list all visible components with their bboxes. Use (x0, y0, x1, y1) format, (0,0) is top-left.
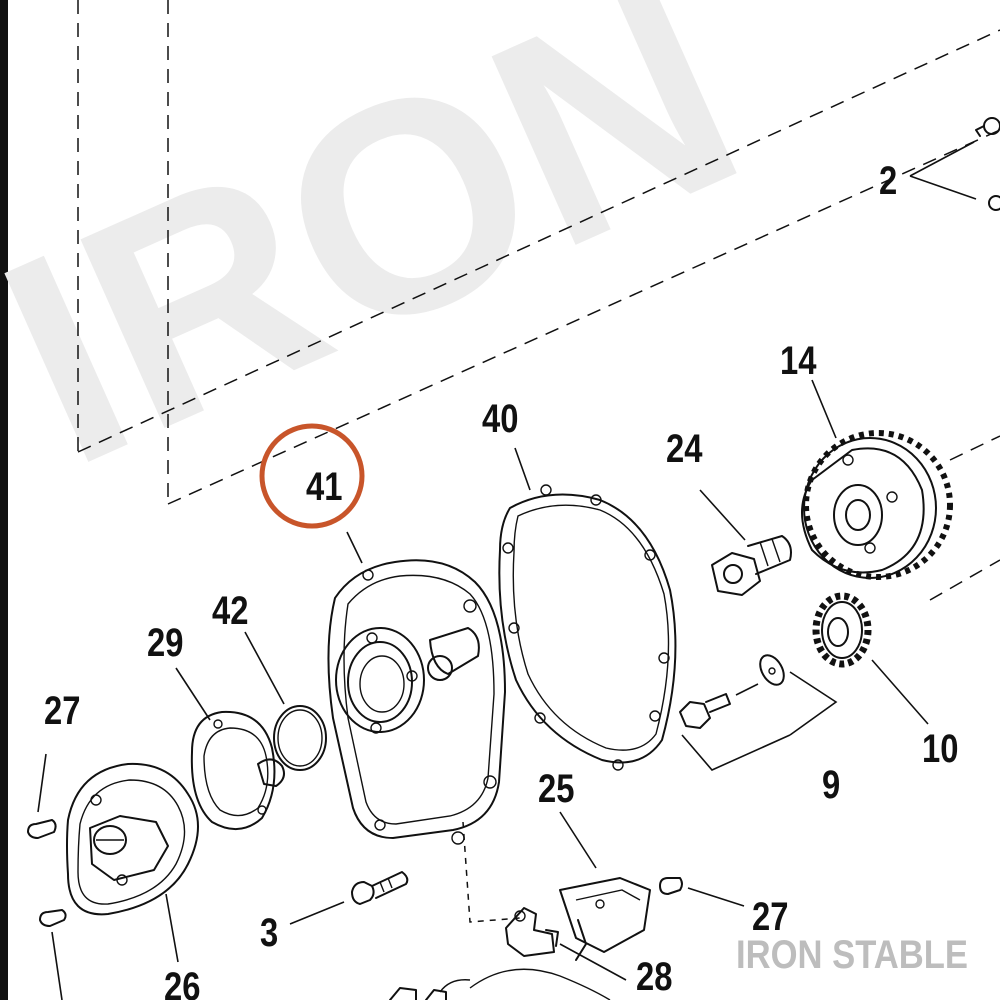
callout-25: 25 (538, 766, 574, 811)
part-9-bolt-washer (679, 654, 838, 771)
assembly-dashed-lines (77, 0, 1000, 923)
callout-2: 2 (879, 158, 897, 203)
callout-28: 28 (636, 954, 672, 999)
callout-41: 41 (306, 464, 342, 509)
callout-40: 40 (482, 396, 518, 441)
highlight-circle (259, 423, 365, 529)
part-27-screw-left (27, 753, 57, 839)
part-27-screw-right (659, 877, 745, 907)
part-25-bracket (559, 811, 651, 961)
watermark-text: IRON (0, 0, 781, 528)
callout-3: 3 (260, 910, 278, 955)
callout-9: 9 (822, 762, 840, 807)
callout-24: 24 (666, 426, 703, 471)
part-42-o-ring (244, 631, 327, 771)
part-2-bolts (909, 117, 1000, 211)
callout-26: 26 (164, 964, 200, 1000)
part-27-screw-bottom-left (39, 909, 67, 1000)
part-3-bolt (289, 871, 409, 925)
part-28-sensor (389, 907, 627, 1000)
part-14-rotor (801, 379, 953, 580)
callout-labels: 2 14 40 24 41 42 29 27 10 9 25 27 3 26 2… (44, 158, 958, 1000)
callout-14: 14 (780, 338, 817, 383)
part-40-gasket (498, 447, 677, 771)
callout-27-left: 27 (44, 688, 80, 733)
callout-10: 10 (922, 726, 958, 771)
part-24-plug (699, 489, 792, 596)
brand-label: IRON STABLE (736, 933, 968, 977)
part-10-sprocket (812, 592, 929, 725)
part-41-cover (327, 531, 506, 845)
callout-29: 29 (147, 620, 183, 665)
callout-27-right: 27 (752, 894, 788, 939)
part-26-outer-cover (66, 762, 199, 963)
left-border (0, 0, 8, 1000)
part-29-sensor-cover (175, 667, 285, 830)
callout-42: 42 (212, 588, 248, 633)
